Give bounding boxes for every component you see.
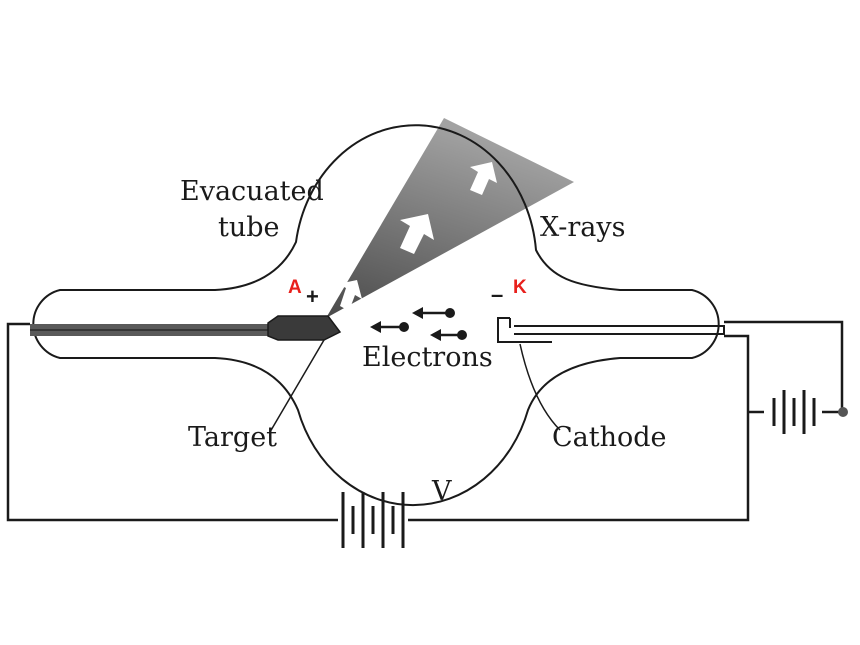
filament-circuit: [724, 320, 844, 414]
anode-plus-sign: +: [306, 284, 319, 309]
electron-2: [370, 321, 409, 333]
label-tube: tube: [218, 212, 280, 243]
cathode-minus-sign: –: [491, 282, 503, 307]
label-voltage: V: [431, 476, 452, 507]
label-target: Target: [188, 422, 277, 453]
cathode: [497, 317, 725, 343]
label-electrons: Electrons: [362, 342, 493, 373]
cathode-marker: K: [513, 277, 527, 298]
anode-marker: A: [288, 277, 302, 298]
evacuated-tube: [32, 124, 720, 507]
electron-3: [430, 329, 467, 341]
filament-battery: [772, 390, 816, 434]
electron-1: [412, 307, 455, 319]
main-circuit: [6, 322, 750, 522]
filament-terminal: [838, 407, 848, 417]
xray-arrow-2: [400, 214, 434, 254]
target: [267, 315, 342, 341]
xray-arrow-1: [338, 280, 362, 311]
label-evacuated: Evacuated: [180, 176, 324, 207]
main-battery: [341, 492, 405, 548]
xray-beam: [326, 118, 574, 318]
label-xrays: X-rays: [540, 212, 626, 243]
cathode-leader: [519, 343, 561, 431]
label-cathode: Cathode: [552, 422, 667, 453]
xray-arrow-3: [470, 162, 497, 195]
target-leader: [269, 339, 325, 433]
electrons: [370, 307, 467, 341]
